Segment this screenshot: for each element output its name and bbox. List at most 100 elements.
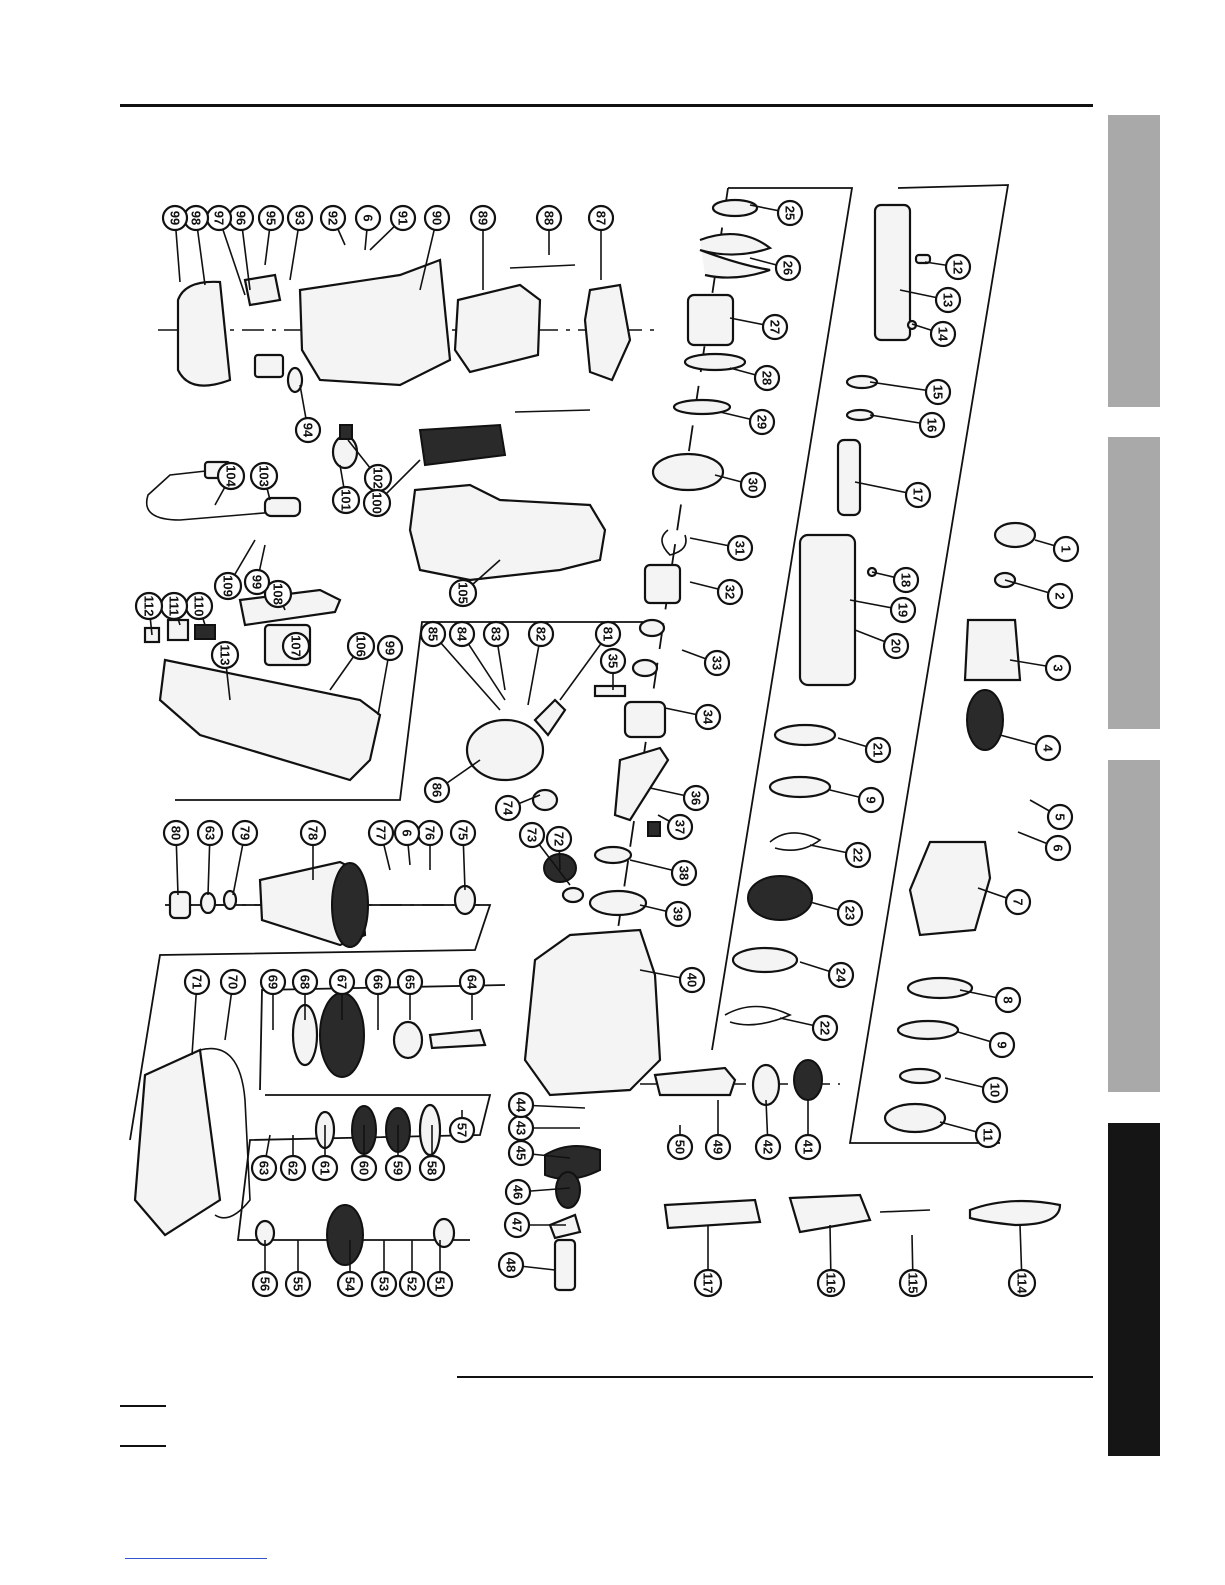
part-number-109: 109 xyxy=(221,575,236,597)
callout-75-76: 75 xyxy=(449,819,477,891)
part-number-53: 53 xyxy=(377,1277,392,1291)
power-cord xyxy=(145,469,301,521)
part-number-88: 88 xyxy=(542,211,557,225)
callout-circle xyxy=(231,819,259,847)
callout-circle xyxy=(319,204,347,232)
callout-107-111: 107 xyxy=(281,631,311,661)
callout-111-116: 111 xyxy=(159,591,189,626)
part-number-11: 11 xyxy=(981,1128,996,1142)
bearing-41 xyxy=(793,1059,823,1101)
seal-30 xyxy=(651,452,725,492)
callout-circle xyxy=(794,1133,822,1161)
callout-circle xyxy=(739,471,767,499)
callout-54-55: 54 xyxy=(336,1240,364,1298)
part-number-55: 55 xyxy=(291,1277,306,1291)
callout-circle xyxy=(678,966,706,994)
callout-circle xyxy=(889,596,917,624)
part-number-callouts: 1234567891011121314151617181920219222324… xyxy=(134,199,1080,1298)
part-number-87: 87 xyxy=(594,211,609,225)
callout-67-68: 67 xyxy=(328,968,356,1020)
callout-19-18: 19 xyxy=(849,596,917,624)
callout-circle xyxy=(981,1076,1009,1104)
callout-110-115: 110 xyxy=(184,591,214,626)
callout-circle xyxy=(482,620,510,648)
gasket-70 xyxy=(199,1047,251,1219)
callout-82-85: 82 xyxy=(527,620,555,706)
part-number-50: 50 xyxy=(673,1140,688,1154)
callout-circle xyxy=(703,649,731,677)
part-number-110: 110 xyxy=(192,596,207,617)
callout-circle xyxy=(370,1270,398,1298)
callout-circle xyxy=(213,571,243,601)
callout-circle xyxy=(448,620,476,648)
callout-circle xyxy=(279,1154,307,1182)
footer-link-underline[interactable] xyxy=(125,1558,267,1559)
callout-34-35: 34 xyxy=(664,703,722,731)
dust-cap-1 xyxy=(993,521,1037,549)
pinion-49 xyxy=(653,1066,737,1097)
callout-50-51: 50 xyxy=(666,1125,694,1161)
clutch-27 xyxy=(686,293,735,347)
callout-circle xyxy=(196,819,224,847)
callout-circle xyxy=(286,204,314,232)
callout-68-69: 68 xyxy=(291,968,319,1020)
callout-80-83: 80 xyxy=(162,819,190,896)
callout-circle xyxy=(398,1270,426,1298)
callout-circle xyxy=(448,578,478,608)
part-number-38: 38 xyxy=(677,866,692,880)
section-tab-1[interactable] xyxy=(1108,115,1160,407)
handle-clamp-116 xyxy=(788,1193,872,1234)
part-number-28: 28 xyxy=(760,371,775,385)
callout-circle xyxy=(1044,654,1072,682)
callout-circle xyxy=(974,1121,1002,1149)
chuck-sleeve-3 xyxy=(963,618,1022,682)
part-number-51: 51 xyxy=(433,1277,448,1291)
callout-4-3: 4 xyxy=(999,734,1062,762)
side-handle-117 xyxy=(663,1198,762,1230)
handle-grip-pad xyxy=(418,423,507,467)
carbon-brush xyxy=(286,366,304,394)
handle-housing xyxy=(158,658,382,782)
callout-8-7: 8 xyxy=(959,986,1022,1014)
part-number-33: 33 xyxy=(710,656,725,670)
callout-circle xyxy=(376,634,404,662)
section-tab-4-active[interactable] xyxy=(1108,1123,1160,1456)
callout-leader xyxy=(432,633,501,711)
callout-circle xyxy=(396,968,424,996)
strain-relief xyxy=(339,424,353,440)
callout-47-48: 47 xyxy=(503,1211,566,1239)
callout-31-32: 31 xyxy=(689,534,754,562)
pin-12 xyxy=(914,253,932,265)
part-number-90: 90 xyxy=(430,211,445,225)
callout-48-49: 48 xyxy=(497,1251,556,1279)
part-number-57: 57 xyxy=(455,1123,470,1137)
callout-63-64: 63 xyxy=(250,1134,278,1182)
callout-35-36: 35 xyxy=(599,647,627,690)
part-number-6: 6 xyxy=(361,214,376,221)
callout-108-112: 108 xyxy=(263,579,293,611)
gear-cover-71 xyxy=(133,1048,222,1237)
callout-90-93: 90 xyxy=(419,204,451,291)
callout-circle xyxy=(183,968,211,996)
part-number-78: 78 xyxy=(306,826,321,840)
callout-28-29: 28 xyxy=(729,364,781,392)
part-number-4: 4 xyxy=(1041,744,1056,752)
part-number-111: 111 xyxy=(167,596,182,616)
callout-circle xyxy=(284,1270,312,1298)
callout-99-102: 99 xyxy=(161,204,189,283)
callout-59-60: 59 xyxy=(384,1125,412,1182)
callout-22-25: 22 xyxy=(779,1014,839,1042)
part-number-41: 41 xyxy=(801,1140,816,1154)
part-number-72: 72 xyxy=(552,832,567,846)
callout-circle xyxy=(1044,834,1072,862)
rear-handle xyxy=(408,483,607,582)
circlip-74 xyxy=(531,788,559,812)
callout-41-42: 41 xyxy=(794,1100,822,1161)
section-tab-2[interactable] xyxy=(1108,437,1160,729)
field-coil xyxy=(453,283,542,374)
callout-circle xyxy=(527,620,555,648)
mode-knob-45 xyxy=(544,1145,601,1180)
callout-86-89: 86 xyxy=(423,759,481,804)
section-tab-3[interactable] xyxy=(1108,760,1160,1092)
part-number-76: 76 xyxy=(423,826,438,840)
